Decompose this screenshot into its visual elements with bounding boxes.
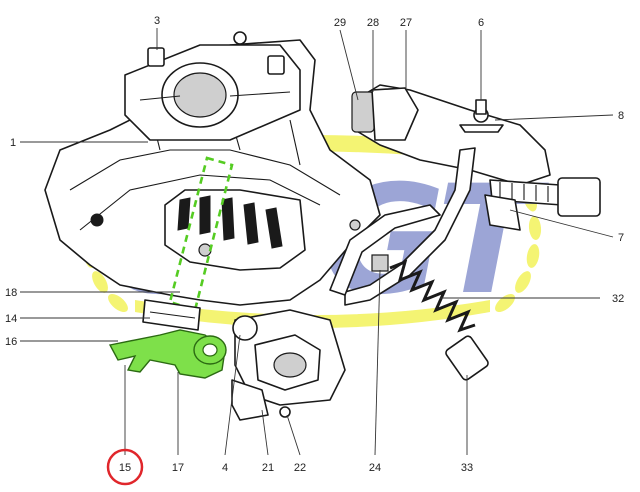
shaft-end [232,315,258,341]
adjuster-arm [351,84,551,186]
callout-1[interactable]: 1 [10,137,16,149]
callout-4[interactable]: 4 [222,462,228,474]
right-bolt [484,177,601,231]
shaft-highlight [168,156,234,312]
callout-33[interactable]: 33 [461,462,473,474]
collar [142,299,201,331]
leader-lines [20,28,614,456]
callout-21[interactable]: 21 [262,462,274,474]
fork-part-highlight [108,329,227,379]
lower-housing [231,309,346,421]
callout-3[interactable]: 3 [154,15,160,27]
callout-17[interactable]: 17 [172,462,184,474]
lever [329,147,476,306]
callout-7[interactable]: 7 [618,232,624,244]
callout-14[interactable]: 14 [5,313,17,325]
spring [389,259,489,381]
callout-27[interactable]: 27 [400,17,412,29]
grease-nipple [233,31,247,45]
callout-6[interactable]: 6 [478,17,484,29]
housing-bolt-hole [90,213,104,227]
callout-29[interactable]: 29 [334,17,346,29]
callout-8[interactable]: 8 [618,110,624,122]
callout-labels[interactable]: 3 29 28 27 6 8 1 7 18 32 14 16 15 17 4 2… [5,15,624,474]
small-screw [279,406,291,418]
top-clamp [124,31,301,141]
lock-nut [351,91,375,133]
callout-28[interactable]: 28 [367,17,379,29]
clamp-bolt-left [147,47,165,67]
adjuster-sleeve [371,87,419,141]
callout-16[interactable]: 16 [5,336,17,348]
gear-assembly [164,189,306,271]
spring-end-nut [445,335,489,381]
callout-18[interactable]: 18 [5,287,17,299]
clamp-bolt-right [267,55,285,75]
callout-15[interactable]: 15 [119,462,131,474]
lever-pivot [371,254,389,272]
selected-part-ring [106,448,144,486]
callout-22[interactable]: 22 [294,462,306,474]
callout-24[interactable]: 24 [369,462,381,474]
adjuster-pin [475,99,487,115]
callout-32[interactable]: 32 [612,293,624,305]
